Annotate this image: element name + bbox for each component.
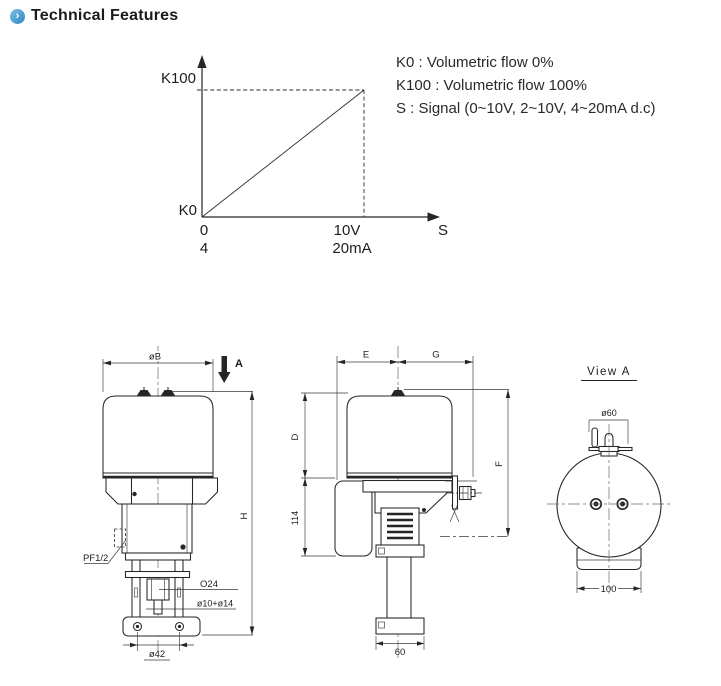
motor-housing-front <box>102 395 214 479</box>
svg-text:ø60: ø60 <box>601 408 617 418</box>
y-axis-arrow <box>197 55 207 68</box>
motor-housing-side <box>346 395 453 479</box>
svg-text:G: G <box>432 350 439 361</box>
left-foot <box>105 477 133 505</box>
front-view-drawing: øB A H PF1/2 <box>83 346 255 661</box>
side-view-drawing: E G D 114 <box>290 346 511 661</box>
y-max-label: K100 <box>161 70 196 87</box>
x-tick-0: 0 <box>200 222 208 239</box>
x-tick-20ma: 20mA <box>332 240 371 257</box>
vent-cap-icon <box>137 387 175 396</box>
right-foot <box>191 477 219 505</box>
svg-text:60: 60 <box>395 647 406 658</box>
label-stem-diameter: ø10+ø14 <box>146 599 236 610</box>
stem-fitting-top <box>588 427 633 457</box>
bottom-flange <box>375 617 425 635</box>
screw-dot <box>422 508 426 512</box>
yoke-column-left <box>131 559 141 623</box>
characteristic-line <box>201 89 365 218</box>
bolt-hole <box>174 621 185 632</box>
label-coupling-o24: O24 <box>159 579 238 590</box>
x-axis-arrow <box>427 212 440 222</box>
dim-f: F <box>404 389 511 537</box>
crosshead-plate <box>124 570 191 579</box>
dim-width-ob: øB <box>102 351 214 392</box>
yoke-flange <box>124 552 192 561</box>
svg-text:O24: O24 <box>200 579 218 590</box>
svg-text:øB: øB <box>149 352 161 363</box>
yoke-plate-side <box>362 479 453 493</box>
svg-text:100: 100 <box>601 584 617 595</box>
svg-text:F: F <box>494 461 505 467</box>
x-tick-4: 4 <box>200 240 208 257</box>
y-min-label: K0 <box>179 202 197 219</box>
signal-flow-graph: K100 K0 0 4 10V 20mA S <box>161 55 448 257</box>
svg-text:114: 114 <box>290 511 300 525</box>
valve-column <box>386 556 412 619</box>
page-title: Technical Features <box>31 7 179 24</box>
legend-line-k0: K0 : Volumetric flow 0% <box>396 54 554 71</box>
valve-stem <box>153 599 163 615</box>
stem-fitting-side <box>445 475 482 523</box>
view-a-drawing: View A <box>547 366 671 595</box>
dim-e-g: E G <box>336 350 474 480</box>
svg-text:D: D <box>290 433 301 440</box>
svg-text:PF1/2: PF1/2 <box>83 553 108 564</box>
conduit-box-side <box>334 480 373 557</box>
bolt-hole <box>132 621 143 632</box>
screw-dot <box>132 491 137 497</box>
graph-legend: K0 : Volumetric flow 0% K100 : Volumetri… <box>396 51 656 120</box>
vent-cap-icon <box>391 387 405 396</box>
legend-line-k100: K100 : Volumetric flow 100% <box>396 77 587 94</box>
base-plate <box>122 616 201 637</box>
dim-height-h: H <box>172 391 255 636</box>
svg-text:E: E <box>363 350 369 361</box>
upper-flange <box>375 544 425 558</box>
chevron-bullet-icon: › <box>10 8 25 24</box>
dim-base-60: 60 <box>375 636 425 658</box>
yoke-column-right <box>174 559 184 623</box>
dim-bolt-circle: ø42 <box>123 632 194 661</box>
svg-text:H: H <box>239 512 250 519</box>
label-pf12: PF1/2 <box>83 539 127 564</box>
dim-base-100: 100 <box>576 571 642 595</box>
x-tick-10v: 10V <box>334 222 361 239</box>
svg-text:A: A <box>235 358 243 370</box>
svg-text:ø42: ø42 <box>149 649 165 660</box>
spring-section <box>380 507 420 546</box>
dim-fitting-60: ø60 <box>588 408 629 444</box>
svg-text:ø10+ø14: ø10+ø14 <box>197 599 233 609</box>
dim-d-114: D 114 <box>290 392 348 557</box>
conduit-port <box>114 528 126 548</box>
x-axis-symbol: S <box>438 222 448 239</box>
legend-line-signal: S : Signal (0~10V, 2~10V, 4~20mA d.c) <box>396 100 656 117</box>
section-arrow-a: A <box>218 356 243 383</box>
view-a-title: View A <box>587 366 631 378</box>
screw-dot <box>180 544 186 550</box>
section-header: › Technical Features <box>10 7 178 25</box>
